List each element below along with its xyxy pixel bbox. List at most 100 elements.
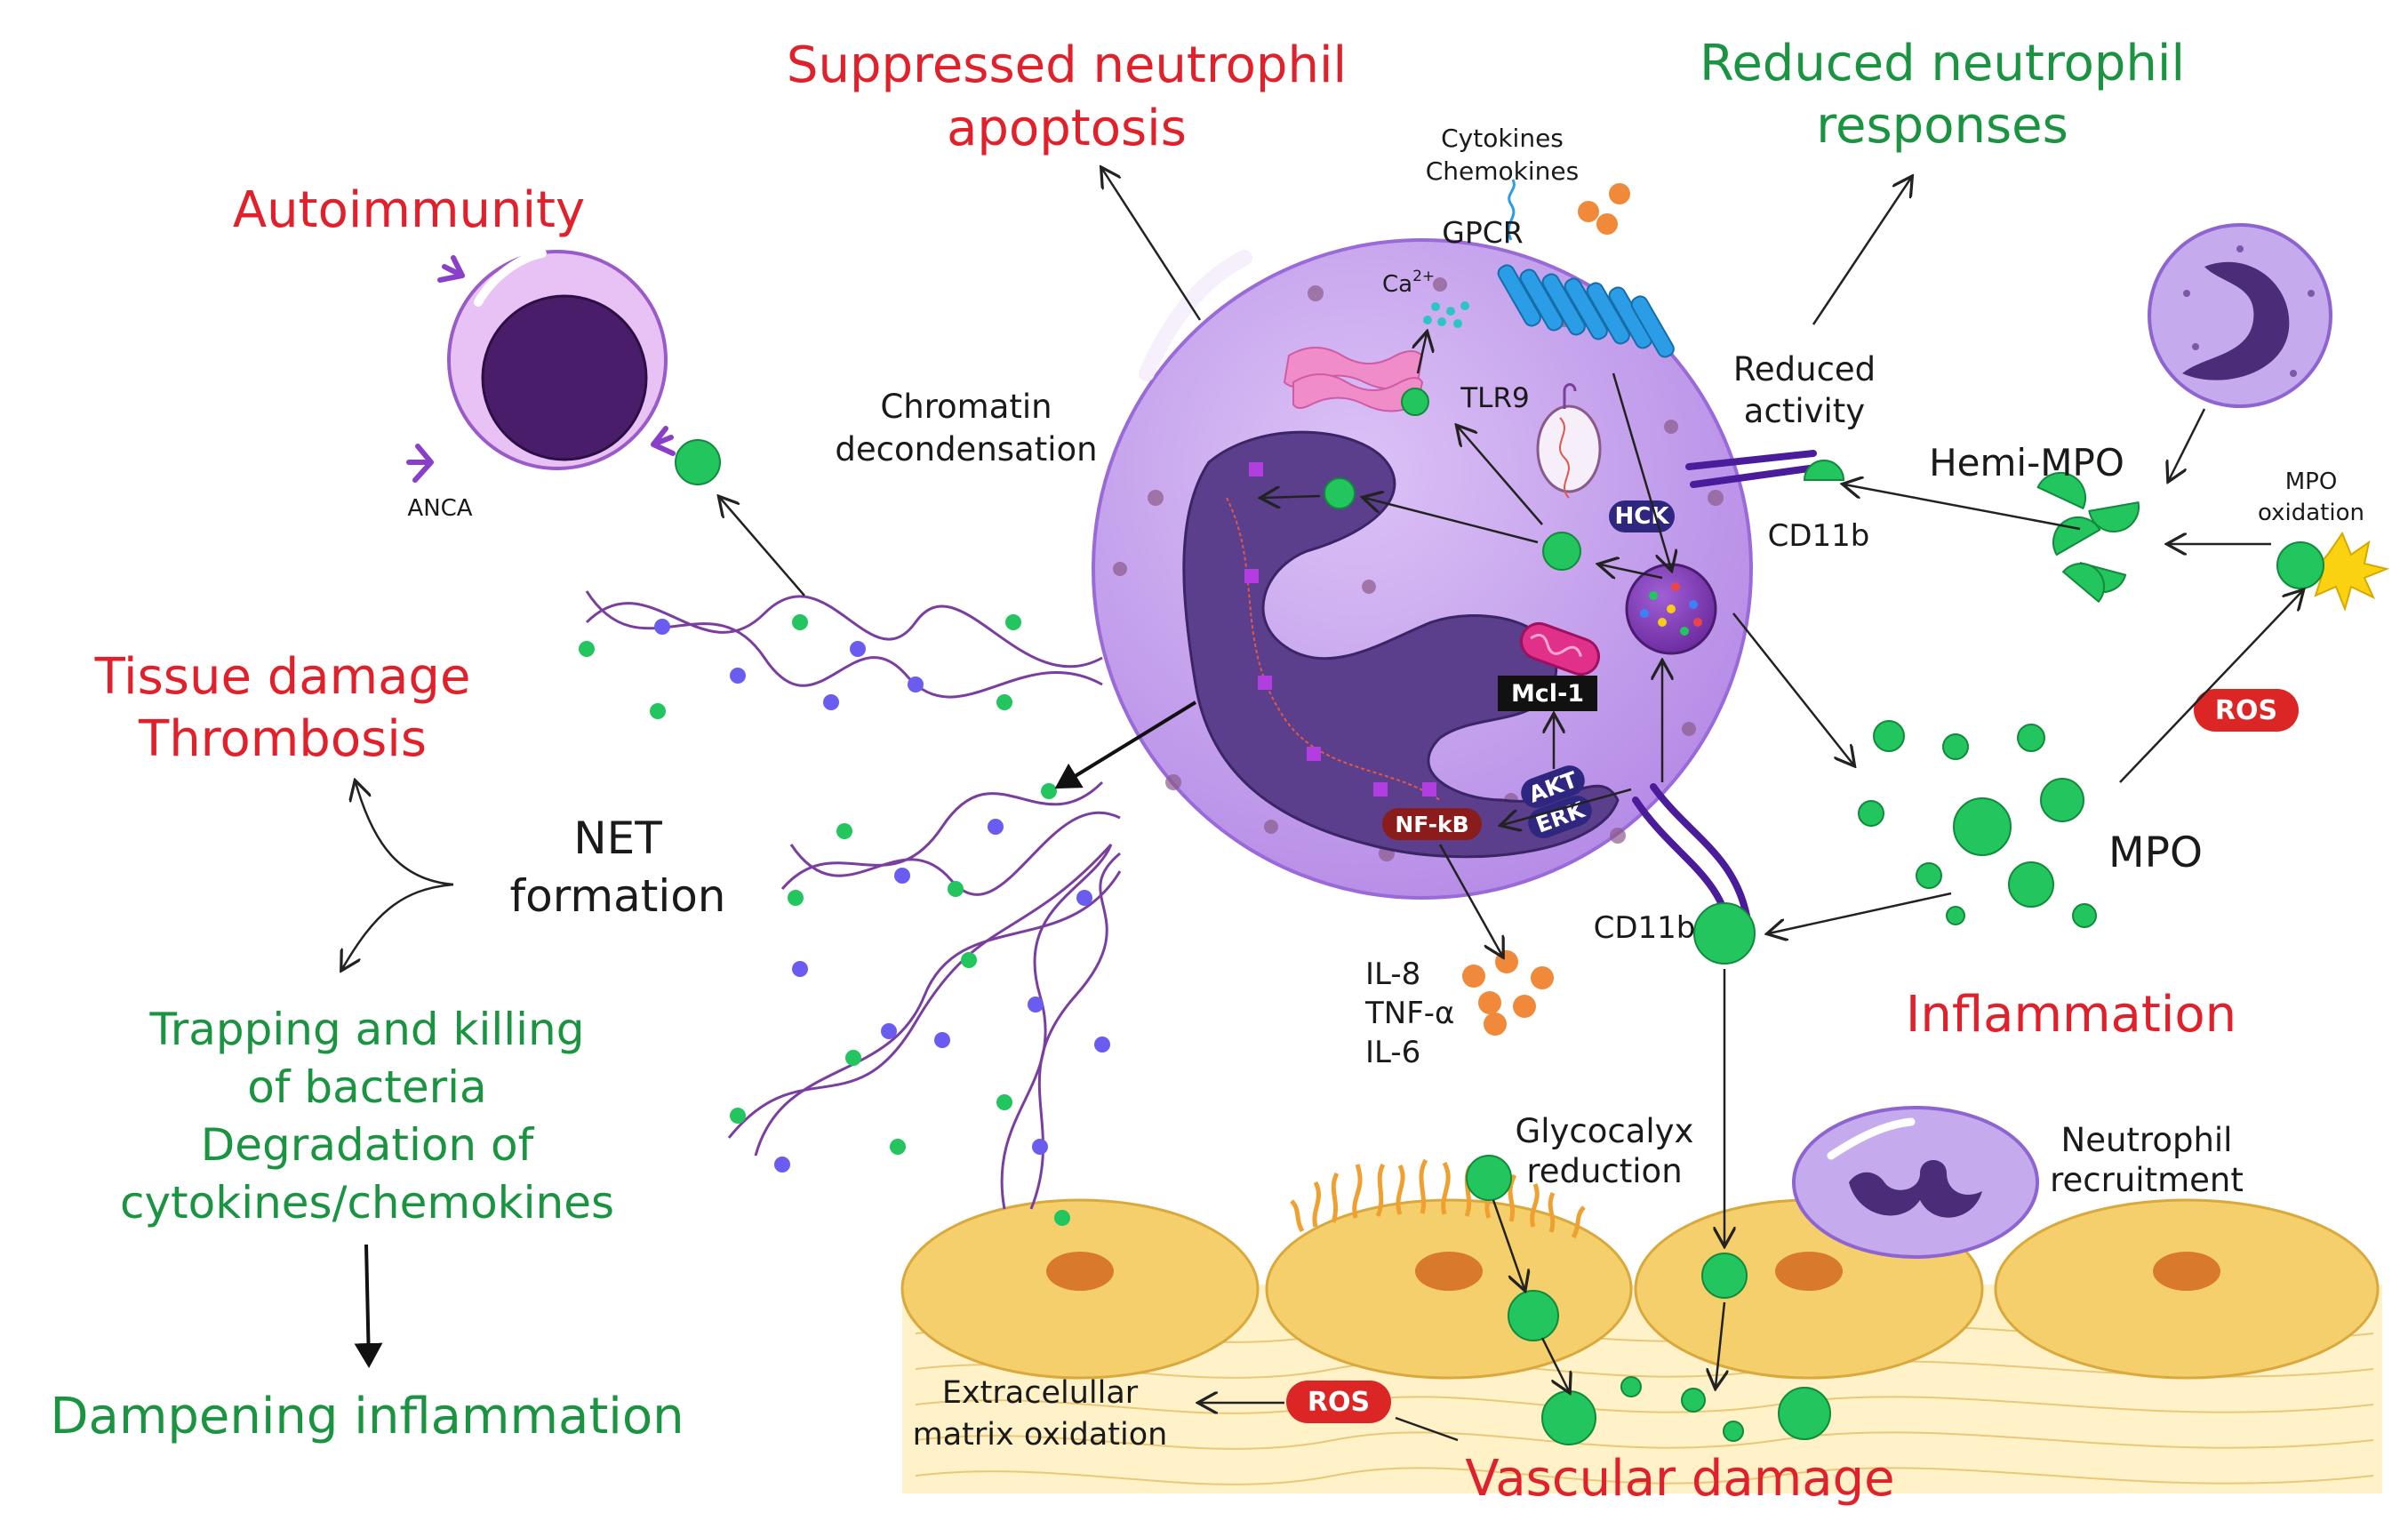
reduced-activity-label-2: activity [1744,392,1865,430]
nucleosomes [1244,462,1436,797]
arrow-net-to-tissue-damage [356,782,454,886]
endoplasmic-reticulum [1283,347,1424,412]
hemi-mpo-label: Hemi-MPO [1929,441,2124,484]
cytokines-label: Cytokines [1441,124,1564,153]
trapping-label-3: Degradation of [201,1119,535,1171]
svg-text:Mcl-1: Mcl-1 [1511,680,1584,708]
hemi-mpo-bound [1803,460,1845,481]
anca-antibody-icon [406,255,676,483]
chemokines-label: Chemokines [1426,156,1579,186]
svg-text:NF-kB: NF-kB [1395,812,1468,837]
il8-label: IL-8 [1365,957,1420,992]
granule-contents [1640,582,1702,636]
arrow-to-chromatin [1262,496,1321,498]
arrow-to-apoptosis [1102,169,1202,321]
net-fibers [585,590,1122,1210]
nfkb-badge: NF-kB [1382,808,1482,840]
anca-label: ANCA [407,495,472,522]
neutrophil-recruitment-label: Neutrophil [2061,1121,2233,1159]
glycocalyx [1290,1158,1586,1239]
arrow-to-dampening [354,1244,383,1368]
ros-badge-bottom: ROS [1286,1381,1391,1423]
arrow-nucleus-to-net [1054,700,1197,789]
oxidized-mpo [2276,541,2324,589]
mcl1-badge: Mcl-1 [1498,676,1597,711]
net-label: NET [573,813,662,864]
internal-mpo [1542,532,1581,571]
gpcr-label: GPCR [1442,215,1523,250]
svg-text:HCK: HCK [1615,503,1670,530]
cytokine-particles [1462,183,1630,1036]
cell-highlight [1139,250,1252,381]
extracellular-mpo [1858,720,2097,928]
b-cell [406,249,721,485]
gpcr-tail-icon [1507,179,1516,241]
extracellular-matrix [902,1285,2382,1493]
arrow-mpo-to-er [1458,427,1543,525]
mechanism-labels: Cytokines Chemokines GPCR Ca2+ TLR9 Chro… [407,124,2364,1453]
chromatin-decondensation-label: decondensation [835,430,1097,468]
anca-bound-mpo [675,439,721,485]
endothelial-nucleus-1 [1046,1252,1114,1291]
cpg-dna-icon [1559,417,1570,499]
line-vascular-to-ros [1395,1416,1459,1442]
tnf-label: TNF-α [1364,996,1454,1031]
arrow-nfkb-to-cytokines [1438,844,1502,956]
arrow-granule-to-extracellular [1732,612,1853,765]
calcium-ions [1423,301,1469,328]
arrow-to-reduced-responses [1812,178,1911,325]
vascular-damage-label: Vascular damage [1465,1450,1894,1508]
circulating-neutrophil-granules [2183,245,2315,377]
arrow-er-to-calcium [1418,333,1427,374]
hck-badge: HCK [1609,500,1675,532]
arrow-neutrophil-to-hemi [2169,408,2206,480]
arrow-glycocalyx-down [1492,1199,1524,1289]
tissue-damage-label: Tissue damage [94,648,471,706]
svg-text:ROS: ROS [1308,1387,1370,1418]
cd11b-top-label: CD11b [1768,518,1870,554]
endothelial-nucleus-3 [1775,1252,1843,1291]
suppressed-apoptosis-label-2: apoptosis [947,100,1187,157]
ecm-label: Extracelullar [942,1375,1139,1411]
arrow-vessel-mpo-down [1540,1337,1569,1391]
recruited-neutrophil [1792,1106,2039,1259]
chromatin-label: Chromatin [880,388,1052,426]
il6-label: IL-6 [1365,1035,1420,1070]
cd11b-bound-mpo [1693,902,1756,965]
ros-badge-right: ROS [2194,689,2299,732]
vessel-mpo [1466,1155,1831,1445]
arrow-mpo-to-oxidation [2119,591,2302,783]
effect-labels: Suppressed neutrophil apoptosis Reduced … [50,35,2236,1508]
dampening-label: Dampening inflammation [50,1388,684,1445]
mpo-label: MPO [2108,829,2203,877]
arrow-to-autoimmunity [720,498,805,596]
arrow-net-to-trapping [342,883,454,969]
autoimmunity-label: Autoimmunity [233,181,585,239]
trapping-label-4: cytokines/chemokines [120,1177,614,1229]
arrow-erk-to-nfkb [1502,788,1632,825]
glycocalyx-reduction-label: reduction [1526,1152,1682,1190]
arrow-mpo-to-nucleus [1364,498,1539,544]
cd11b-bottom-label: CD11b [1594,910,1696,946]
internal-mpo-er [1401,388,1429,416]
circulating-neutrophil [2148,223,2332,408]
mitochondrion [1520,621,1600,676]
hemi-mpo-fragments [2036,472,2140,604]
main-neutrophil [1092,179,1845,928]
svg-text:ROS: ROS [2215,695,2277,726]
tlr9-endosome [1536,404,1602,493]
thrombosis-label: Thrombosis [138,710,427,768]
trapping-label-2: of bacteria [247,1061,486,1113]
arrow-mpo-to-cd11b [1769,892,1952,933]
calcium-label: Ca2+ [1382,268,1435,298]
inflammation-label: Inflammation [1906,986,2236,1044]
net-granules [579,614,1110,1226]
tlr9-label: TLR9 [1460,382,1529,414]
mpo-oxidation-label-2: oxidation [2258,500,2364,526]
gpcr-receptor [1497,264,1675,358]
pathway-arrows [342,169,2302,1442]
trapping-label-1: Trapping and killing [149,1004,585,1055]
glycocalyx-label: Glycocalyx [1516,1112,1694,1150]
ecm-oxidation-label: matrix oxidation [913,1417,1168,1453]
